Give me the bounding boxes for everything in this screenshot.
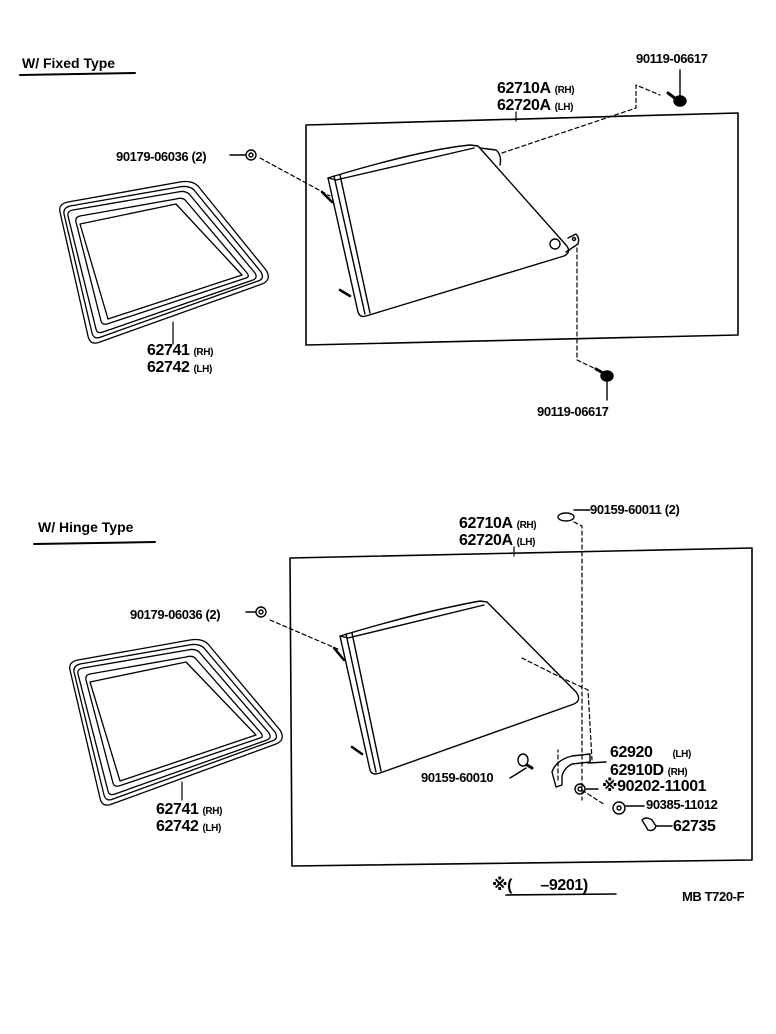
hinge-weatherstrip-label: 62741(RH) 62742(LH) xyxy=(156,801,223,835)
hinge-latch-icon xyxy=(551,753,607,788)
screw-icon xyxy=(594,367,614,401)
part-number[interactable]: 62710A xyxy=(497,80,551,97)
hinge-weatherstrip-drawing xyxy=(69,638,283,806)
part-number[interactable]: 62741 xyxy=(156,801,199,818)
part-number[interactable]: 62742 xyxy=(147,359,190,376)
footnote: ※( –9201) xyxy=(492,877,588,894)
fixed-screw-bottom-label[interactable]: 90119-06617 xyxy=(537,404,609,419)
part-number[interactable]: 62720A xyxy=(459,532,513,549)
nut-icon xyxy=(229,149,257,161)
part-number[interactable]: 62920 xyxy=(610,744,653,761)
fixed-fasteners xyxy=(229,69,687,401)
part-number[interactable]: 62720A xyxy=(497,97,551,114)
hinge-nut-left-label[interactable]: 90179-06036 (2) xyxy=(130,607,221,622)
part-number[interactable]: 62741 xyxy=(147,342,190,359)
fixed-weatherstrip-drawing xyxy=(59,180,269,344)
footnote-underline xyxy=(505,893,617,896)
hinge-screw-top-label[interactable]: 90159-60011 (2) xyxy=(590,502,680,517)
section-title-hinge: W/ Hinge Type xyxy=(38,519,134,535)
part-number[interactable]: 62742 xyxy=(156,818,199,835)
nut-icon xyxy=(612,801,645,815)
screw-icon xyxy=(666,69,687,107)
hinge-glass-part-label: 62710A(RH) 62720A(LH) xyxy=(459,515,537,549)
figure-code: MB T720-F xyxy=(682,889,745,904)
fixed-screw-top-label[interactable]: 90119-06617 xyxy=(636,51,708,66)
nut-icon xyxy=(245,606,267,618)
washer-icon xyxy=(574,783,599,795)
hinge-bolt-label[interactable]: 90159-60010 xyxy=(421,770,494,785)
hinge-dashed-lines xyxy=(269,521,606,806)
screw-icon xyxy=(557,509,591,522)
part-number[interactable]: 62710A xyxy=(459,515,513,532)
bolt-icon xyxy=(509,753,534,779)
hinge-cushion-label[interactable]: 62735 xyxy=(673,818,716,835)
hinge-glass-drawing xyxy=(332,600,580,775)
hinge-fasteners xyxy=(245,509,673,832)
fixed-nut-left-label[interactable]: 90179-06036 (2) xyxy=(116,149,207,164)
cushion-icon xyxy=(641,817,673,832)
fixed-glass-box xyxy=(305,112,739,346)
fixed-glass-drawing xyxy=(320,144,580,318)
hinge-latch-label: 62920(LH) 62910D(RH) xyxy=(610,744,691,779)
hinge-nut-label[interactable]: 90385-11012 xyxy=(646,797,718,812)
fixed-glass-part-label: 62710A(RH) 62720A(LH) xyxy=(497,80,575,114)
hinge-washer-label[interactable]: ※90202-11001 xyxy=(602,778,707,795)
hinge-title-underline xyxy=(33,541,156,545)
fixed-dashed-lines xyxy=(259,84,661,371)
fixed-title-underline xyxy=(19,72,136,76)
section-title-fixed: W/ Fixed Type xyxy=(22,55,116,71)
fixed-weatherstrip-label: 62741(RH) 62742(LH) xyxy=(147,342,214,376)
hinge-glass-box xyxy=(289,547,753,867)
part-number[interactable]: 62910D xyxy=(610,762,664,779)
